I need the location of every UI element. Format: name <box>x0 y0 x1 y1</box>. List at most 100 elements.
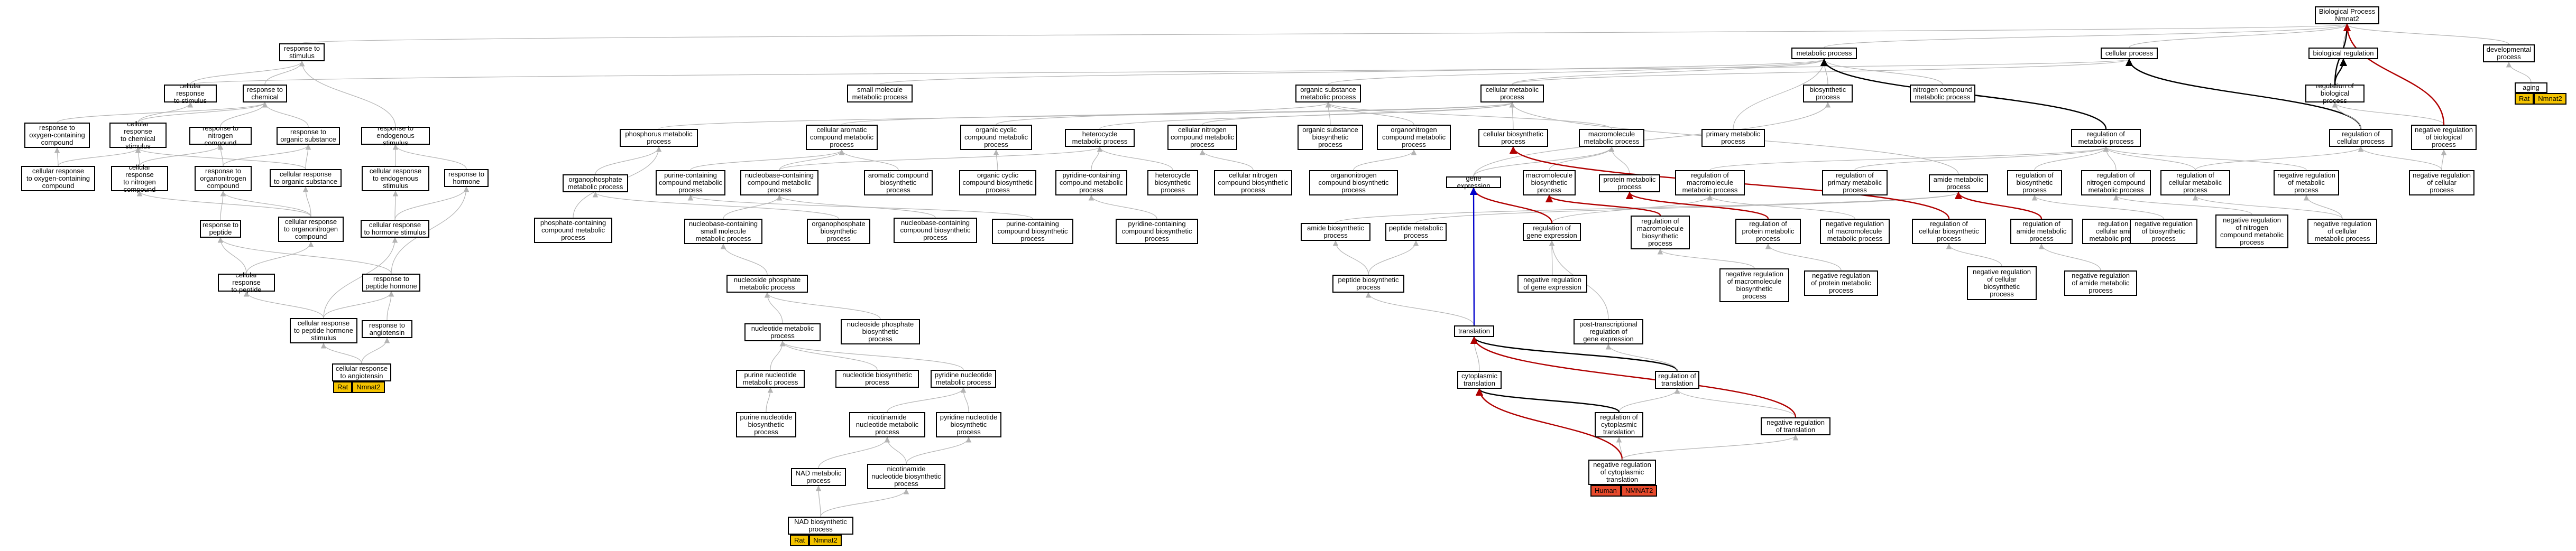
node-pyridine-containing-compound-metabolic-process[interactable]: pyridine-containing compound metabolic p… <box>1055 170 1127 195</box>
node-aging[interactable]: aging <box>2515 82 2547 93</box>
node-nucleoside-phosphate-metabolic-process[interactable]: nucleoside phosphate metabolic process <box>726 275 808 293</box>
node-metabolic-process[interactable]: metabolic process <box>1791 48 1857 59</box>
node-regulation-of-cellular-process[interactable]: regulation of cellular process <box>2329 129 2393 147</box>
node-regulation-of-primary-metabolic-process[interactable]: regulation of primary metabolic process <box>1822 170 1888 195</box>
node-organic-cyclic-compound-metabolic-process[interactable]: organic cyclic compound metabolic proces… <box>960 125 1032 150</box>
node-negative-regulation-of-cytoplasmic-translation[interactable]: negative regulation of cytoplasmic trans… <box>1588 460 1656 485</box>
node-aromatic-compound-biosynthetic-process[interactable]: aromatic compound biosynthetic process <box>864 170 933 195</box>
node-nucleobase-containing-compound-metabolic-process[interactable]: nucleobase-containing compound metabolic… <box>740 170 818 195</box>
node-cellular-response-to-peptide-hormone-stimulus[interactable]: cellular response to peptide hormone sti… <box>290 318 357 343</box>
node-organonitrogen-compound-metabolic-process[interactable]: organonitrogen compound metabolic proces… <box>1377 125 1451 150</box>
node-cellular-process[interactable]: cellular process <box>2101 48 2158 59</box>
node-biological-regulation[interactable]: biological regulation <box>2308 48 2378 59</box>
node-amide-metabolic-process[interactable]: amide metabolic process <box>1929 174 1988 192</box>
node-organophosphate-metabolic-process[interactable]: organophosphate metabolic process <box>563 174 628 192</box>
node-regulation-of-biological-process[interactable]: regulation of biological process <box>2305 82 2365 105</box>
node-organophosphate-biosynthetic-process[interactable]: organophosphate biosynthetic process <box>807 219 870 244</box>
node-nicotinamide-nucleotide-biosynthetic-process[interactable]: nicotinamide nucleotide biosynthetic pro… <box>867 464 945 489</box>
node-cellular-response-to-endogenous-stimulus[interactable]: cellular response to endogenous stimulus <box>362 166 429 191</box>
node-regulation-of-nitrogen-compound-metabolic-process[interactable]: regulation of nitrogen compound metaboli… <box>2081 170 2151 195</box>
node-heterocycle-biosynthetic-process[interactable]: heterocycle biosynthetic process <box>1147 170 1198 195</box>
node-cellular-response-to-angiotensin[interactable]: cellular response to angiotensin <box>332 363 391 381</box>
node-response-to-endogenous-stimulus[interactable]: response to endogenous stimulus <box>361 125 430 147</box>
node-peptide-metabolic-process[interactable]: peptide metabolic process <box>1385 223 1447 241</box>
node-regulation-of-gene-expression[interactable]: regulation of gene expression <box>1523 223 1581 241</box>
node-negative-regulation-of-gene-expression[interactable]: negative regulation of gene expression <box>1517 275 1587 293</box>
node-cellular-response-to-peptide[interactable]: cellular response to peptide <box>218 272 275 294</box>
node-negative-regulation-of-metabolic-process[interactable]: negative regulation of metabolic process <box>2274 170 2339 195</box>
node-purine-containing-compound-metabolic-process[interactable]: purine-containing compound metabolic pro… <box>656 170 725 195</box>
node-response-to-hormone[interactable]: response to hormone <box>444 169 489 187</box>
node-nucleotide-metabolic-process[interactable]: nucleotide metabolic process <box>744 323 821 341</box>
node-cellular-response-to-stimulus[interactable]: cellular response to stimulus <box>164 82 217 105</box>
node-regulation-of-protein-metabolic-process[interactable]: regulation of protein metabolic process <box>1735 219 1801 244</box>
node-cellular-response-to-nitrogen-compound[interactable]: cellular response to nitrogen compound <box>111 164 168 193</box>
node-nad-biosynthetic-process[interactable]: NAD biosynthetic process <box>788 517 853 535</box>
node-response-to-angiotensin[interactable]: response to angiotensin <box>362 320 412 338</box>
node-nucleobase-containing-small-molecule-metabolic-process[interactable]: nucleobase-containing small molecule met… <box>684 219 762 244</box>
node-heterocycle-metabolic-process[interactable]: heterocycle metabolic process <box>1065 129 1135 147</box>
node-cellular-response-to-chemical-stimulus[interactable]: cellular response to chemical stimulus <box>109 120 167 150</box>
node-regulation-of-cellular-biosynthetic-process[interactable]: regulation of cellular biosynthetic proc… <box>1912 219 1986 244</box>
node-negative-regulation-of-cellular-biosynthetic-process[interactable]: negative regulation of cellular biosynth… <box>1967 266 2037 300</box>
node-regulation-of-biosynthetic-process[interactable]: regulation of biosynthetic process <box>2007 170 2062 195</box>
node-small-molecule-metabolic-process[interactable]: small molecule metabolic process <box>847 85 913 102</box>
node-biosynthetic-process[interactable]: biosynthetic process <box>1803 85 1853 102</box>
node-purine-nucleotide-metabolic-process[interactable]: purine nucleotide metabolic process <box>736 370 805 388</box>
node-cellular-biosynthetic-process[interactable]: cellular biosynthetic process <box>1478 129 1548 147</box>
node-pyridine-nucleotide-metabolic-process[interactable]: pyridine nucleotide metabolic process <box>931 370 996 388</box>
node-organonitrogen-compound-biosynthetic-process[interactable]: organonitrogen compound biosynthetic pro… <box>1309 170 1398 195</box>
node-response-to-oxygen-containing-compound[interactable]: response to oxygen-containing compound <box>24 123 90 148</box>
node-response-to-stimulus[interactable]: response to stimulus <box>279 43 325 61</box>
node-response-to-peptide-hormone[interactable]: response to peptide hormone <box>362 274 420 292</box>
node-purine-nucleotide-biosynthetic-process[interactable]: purine nucleotide biosynthetic process <box>736 412 796 437</box>
node-organic-cyclic-compound-biosynthetic-process[interactable]: organic cyclic compound biosynthetic pro… <box>959 170 1036 195</box>
node-negative-regulation-of-translation[interactable]: negative regulation of translation <box>1761 417 1830 435</box>
node-gene-expression[interactable]: gene expression <box>1446 175 1501 190</box>
node-phosphate-containing-compound-metabolic-process[interactable]: phosphate-containing compound metabolic … <box>534 218 612 243</box>
node-response-to-organonitrogen-compound[interactable]: response to organonitrogen compound <box>195 166 252 191</box>
node-peptide-biosynthetic-process[interactable]: peptide biosynthetic process <box>1332 275 1404 293</box>
node-pyridine-containing-compound-biosynthetic-process[interactable]: pyridine-containing compound biosyntheti… <box>1116 219 1198 244</box>
node-negative-regulation-of-macromolecule-biosynthetic-process[interactable]: negative regulation of macromolecule bio… <box>1719 268 1789 302</box>
node-macromolecule-biosynthetic-process[interactable]: macromolecule biosynthetic process <box>1523 170 1576 195</box>
node-cellular-aromatic-compound-metabolic-process[interactable]: cellular aromatic compound metabolic pro… <box>806 125 878 150</box>
node-negative-regulation-of-biological-process[interactable]: negative regulation of biological proces… <box>2411 125 2477 150</box>
node-cellular-response-to-organic-substance[interactable]: cellular response to organic substance <box>270 169 342 187</box>
node-cellular-response-to-organonitrogen-compound[interactable]: cellular response to organonitrogen comp… <box>278 217 344 242</box>
node-negative-regulation-of-macromolecule-metabolic-process[interactable]: negative regulation of macromolecule met… <box>1820 219 1890 244</box>
node-organic-substance-metabolic-process[interactable]: organic substance metabolic process <box>1295 85 1361 102</box>
node-cellular-response-to-hormone-stimulus[interactable]: cellular response to hormone stimulus <box>361 220 429 238</box>
node-cellular-nitrogen-compound-metabolic-process[interactable]: cellular nitrogen compound metabolic pro… <box>1167 125 1237 150</box>
node-regulation-of-macromolecule-metabolic-process[interactable]: regulation of macromolecule metabolic pr… <box>1675 170 1745 195</box>
node-amide-biosynthetic-process[interactable]: amide biosynthetic process <box>1301 223 1370 241</box>
node-response-to-peptide[interactable]: response to peptide <box>200 220 241 238</box>
node-developmental-process[interactable]: developmental process <box>2483 44 2535 62</box>
node-cellular-metabolic-process[interactable]: cellular metabolic process <box>1480 85 1544 102</box>
node-negative-regulation-of-cellular-metabolic-process[interactable]: negative regulation of cellular metaboli… <box>2307 219 2377 244</box>
node-macromolecule-metabolic-process[interactable]: macromolecule metabolic process <box>1579 129 1644 147</box>
node-nucleotide-biosynthetic-process[interactable]: nucleotide biosynthetic process <box>835 370 919 388</box>
node-regulation-of-macromolecule-biosynthetic-process[interactable]: regulation of macromolecule biosynthetic… <box>1631 216 1690 249</box>
node-negative-regulation-of-protein-metabolic-process[interactable]: negative regulation of protein metabolic… <box>1804 270 1878 296</box>
node-cellular-response-to-oxygen-containing-compound[interactable]: cellular response to oxygen-containing c… <box>21 166 95 191</box>
node-regulation-of-cytoplasmic-translation[interactable]: regulation of cytoplasmic translation <box>1595 412 1643 437</box>
node-primary-metabolic-process[interactable]: primary metabolic process <box>1701 129 1765 147</box>
node-protein-metabolic-process[interactable]: protein metabolic process <box>1599 174 1660 192</box>
node-nad-metabolic-process[interactable]: NAD metabolic process <box>791 468 846 486</box>
node-translation[interactable]: translation <box>1454 325 1494 337</box>
node-negative-regulation-of-amide-metabolic-process[interactable]: negative regulation of amide metabolic p… <box>2064 270 2137 296</box>
node-nicotinamide-nucleotide-metabolic-process[interactable]: nicotinamide nucleotide metabolic proces… <box>849 412 925 437</box>
node-purine-containing-compound-biosynthetic-process[interactable]: purine-containing compound biosynthetic … <box>992 219 1073 244</box>
node-cellular-nitrogen-compound-biosynthetic-process[interactable]: cellular nitrogen compound biosynthetic … <box>1214 170 1292 195</box>
node-negative-regulation-of-nitrogen-compound-metabolic-process[interactable]: negative regulation of nitrogen compound… <box>2215 214 2288 248</box>
node-regulation-of-cellular-metabolic-process[interactable]: regulation of cellular metabolic process <box>2160 170 2230 195</box>
node-response-to-organic-substance[interactable]: response to organic substance <box>277 127 340 145</box>
node-regulation-of-translation[interactable]: regulation of translation <box>1655 371 1699 389</box>
node-response-to-nitrogen-compound[interactable]: response to nitrogen compound <box>189 125 252 147</box>
node-biological-process-root[interactable]: Biological Process Nmnat2 <box>2315 6 2379 24</box>
node-nitrogen-compound-metabolic-process[interactable]: nitrogen compound metabolic process <box>1910 85 1975 102</box>
node-regulation-of-amide-metabolic-process[interactable]: regulation of amide metabolic process <box>2010 219 2073 244</box>
node-negative-regulation-of-cellular-process[interactable]: negative regulation of cellular process <box>2409 170 2474 195</box>
node-pyridine-nucleotide-biosynthetic-process[interactable]: pyridine nucleotide biosynthetic process <box>936 412 1001 437</box>
